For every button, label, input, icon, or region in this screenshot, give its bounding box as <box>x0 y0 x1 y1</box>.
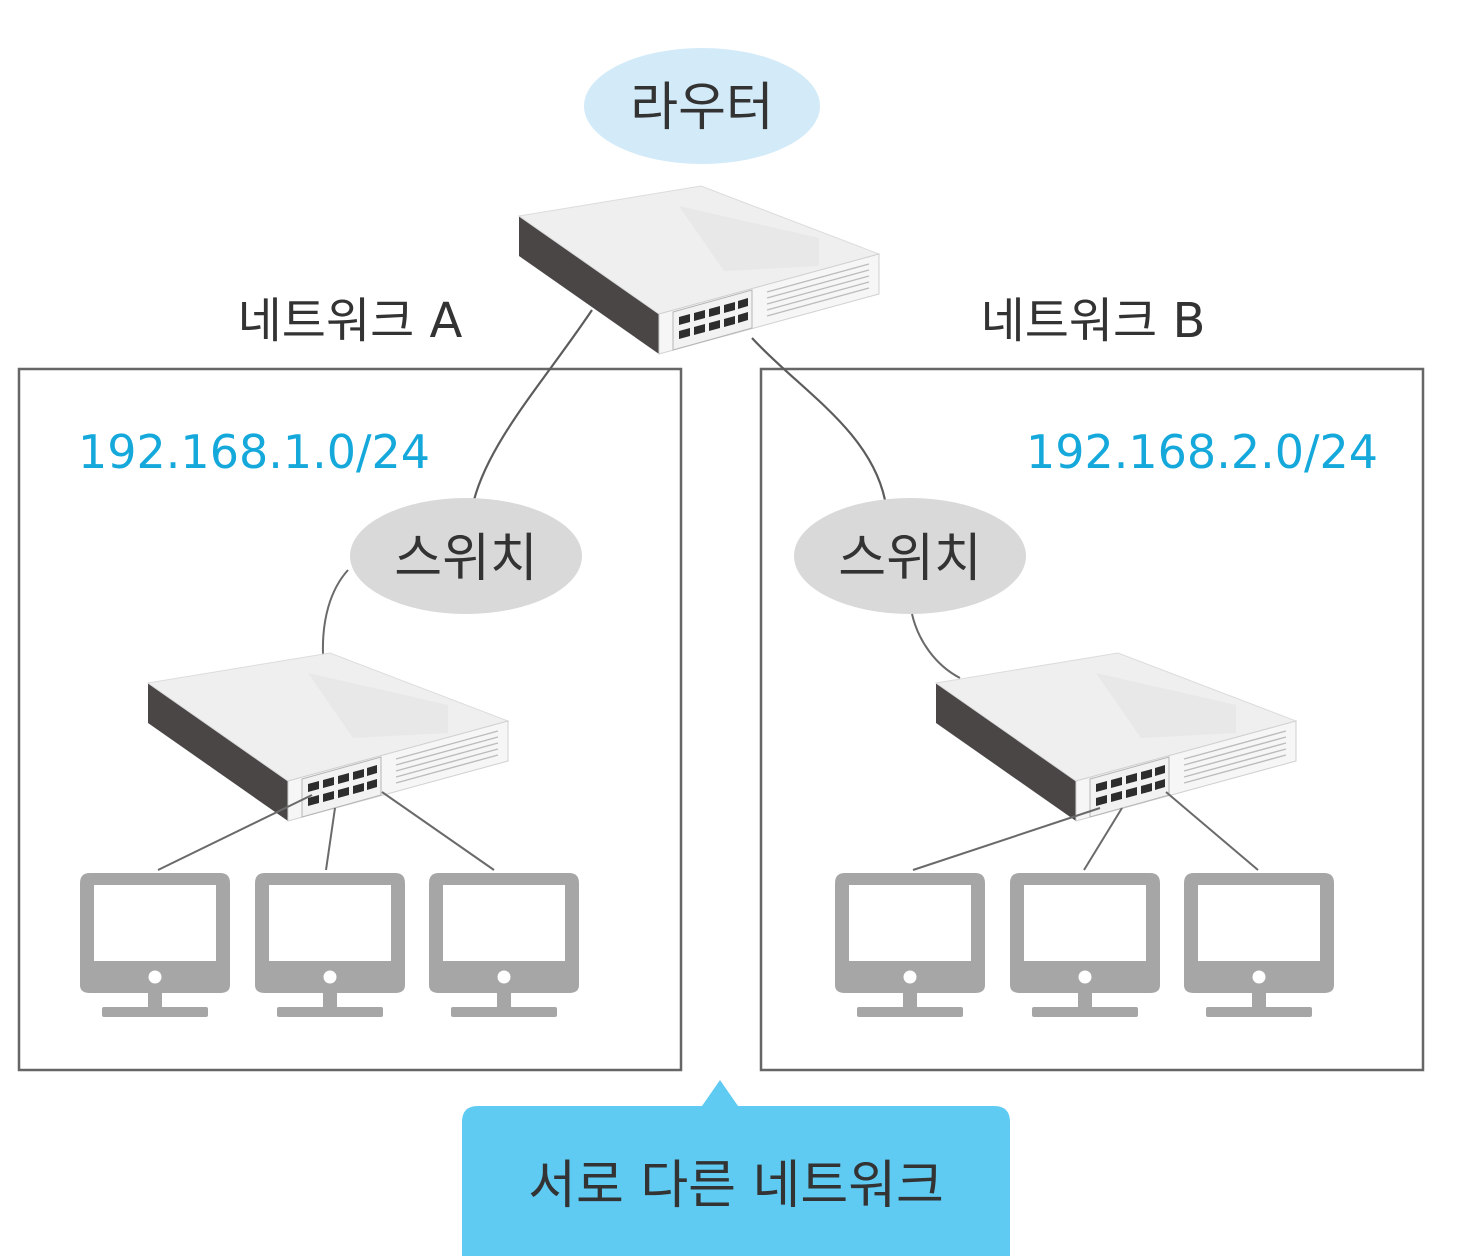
network-a-subnet: 192.168.1.0/24 <box>78 425 430 479</box>
network-b-title: 네트워크 B <box>981 293 1206 349</box>
router-to-switch-b-cable <box>751 337 887 501</box>
callout-box <box>462 1080 1010 1256</box>
switch-b-label: 스위치 <box>838 529 982 589</box>
callout-label: 서로 다른 네트워크 <box>528 1156 944 1216</box>
switch-a-to-computer-3-cable <box>381 791 495 871</box>
computer-icon <box>1010 873 1160 1017</box>
switch-b-to-computer-3-cable <box>1165 791 1259 871</box>
switch-a-to-computer-2-cable <box>325 807 336 871</box>
computer-icon <box>835 873 985 1017</box>
router-to-switch-a-cable <box>472 309 593 501</box>
switch-b-connector <box>911 613 961 679</box>
router-label-bubble <box>584 48 820 164</box>
network-b-subnet: 192.168.2.0/24 <box>1026 425 1378 479</box>
computer-icon <box>255 873 405 1017</box>
router-device <box>518 185 880 355</box>
switch-b-to-computer-2-cable <box>1083 807 1123 871</box>
switch-b-to-computer-1-cable <box>912 807 1101 871</box>
switch-a-connector <box>321 569 349 655</box>
switch-b-label-bubble <box>794 498 1026 614</box>
switch-b-device <box>935 652 1297 822</box>
switch-a-to-computer-1-cable <box>157 794 313 871</box>
network-a-title: 네트워크 A <box>238 293 463 349</box>
switch-a-label: 스위치 <box>394 529 538 589</box>
network-b-box <box>759 367 1425 1072</box>
switch-a-label-bubble <box>350 498 582 614</box>
computer-icon <box>429 873 579 1017</box>
switch-a-device <box>147 652 509 822</box>
network-a-box <box>17 367 683 1072</box>
router-label: 라우터 <box>630 78 774 138</box>
computer-icon <box>80 873 230 1017</box>
computer-icon <box>1184 873 1334 1017</box>
